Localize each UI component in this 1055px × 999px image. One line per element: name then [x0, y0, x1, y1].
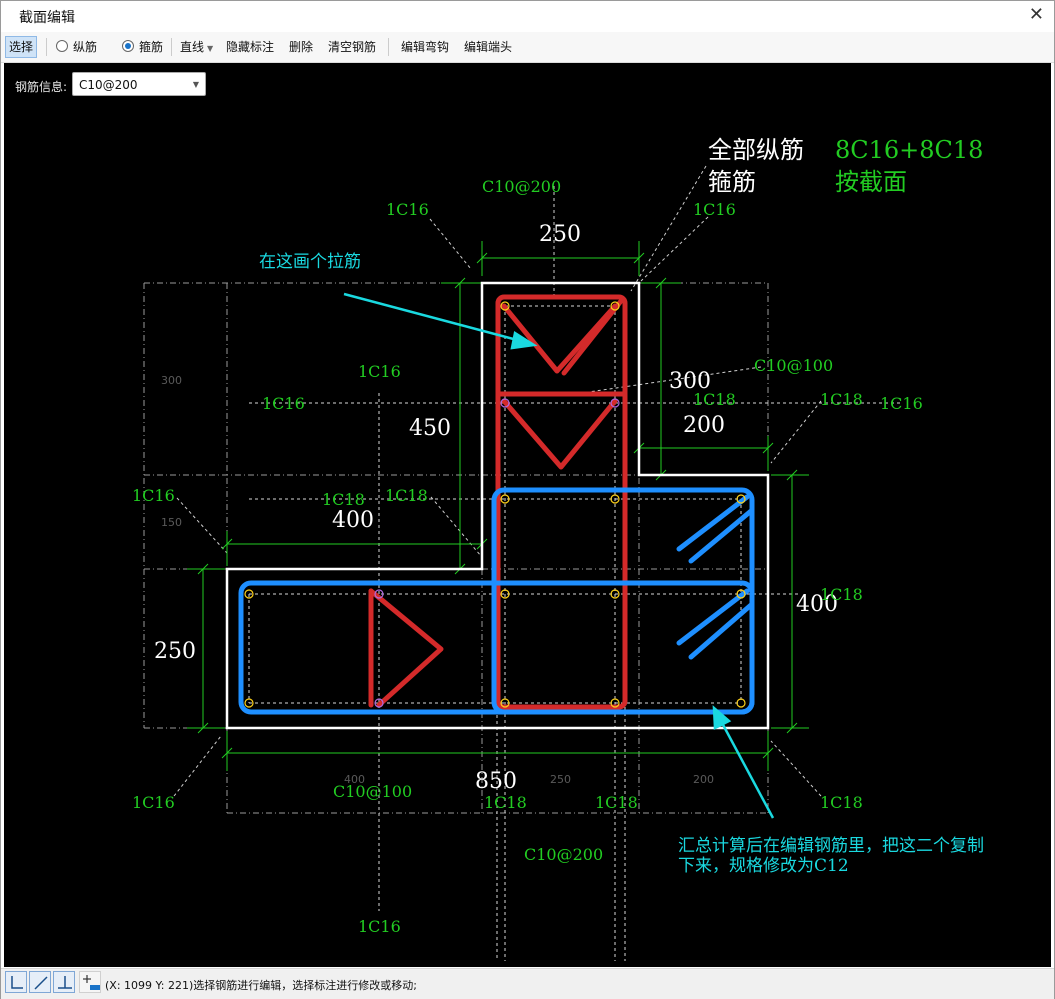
dim-400[interactable]: 400: [332, 508, 374, 533]
summary-stirrup-label: 箍筋: [708, 168, 756, 196]
small-dim-150: 150: [161, 516, 182, 529]
annotation-notes: 在这画个拉筋 汇总计算后在编辑钢筋里，把这二个复制 下来，规格修改为C12: [259, 252, 984, 876]
label-top-c10-200[interactable]: C10@200: [482, 177, 561, 196]
summary-long-label: 全部纵筋: [708, 136, 804, 164]
label-c16-bottom[interactable]: 1C16: [358, 917, 401, 936]
guide-frame: [143, 282, 769, 816]
label-c18-mid-right[interactable]: 1C18: [693, 390, 736, 409]
toolbar-separator: [171, 38, 172, 56]
rebar-info-select[interactable]: C10@200 ▼: [72, 72, 206, 96]
rebar-info-value: C10@200: [79, 78, 138, 92]
label-c16-far-right[interactable]: 1C16: [880, 394, 923, 413]
blue-stirrups[interactable]: [238, 487, 755, 715]
edit-hook-button[interactable]: 编辑弯钩: [401, 40, 450, 54]
label-c16-left-mid[interactable]: 1C16: [262, 394, 305, 413]
section-drawing[interactable]: 全部纵筋 8C16+8C18 箍筋 按截面 250 300 200 450 40…: [4, 63, 1051, 967]
stirrup-radio[interactable]: 箍筋: [119, 37, 166, 57]
select-button[interactable]: 选择: [5, 36, 38, 58]
radio-icon: [56, 40, 68, 52]
perpendicular-snap-icon[interactable]: [53, 971, 75, 993]
section-outline[interactable]: [225, 281, 770, 730]
label-c10-100-right[interactable]: C10@100: [754, 356, 833, 375]
tie-hint-note: 在这画个拉筋: [259, 252, 361, 272]
orthogonal-snap-icon[interactable]: [5, 971, 27, 993]
label-c10-100-bottom[interactable]: C10@100: [333, 782, 412, 801]
summary-stirrup-value: 按截面: [835, 168, 907, 196]
summary-block: 全部纵筋 8C16+8C18 箍筋 按截面: [708, 136, 983, 196]
red-stirrup-vertical[interactable]: [495, 294, 628, 710]
toolbar: 选择 纵筋 箍筋 直线▼ 隐藏标注 删除 清空钢筋 编辑弯钩 编辑端头: [1, 32, 1054, 63]
label-c18-bottom-right[interactable]: 1C18: [820, 793, 863, 812]
blue-stirrup-lower[interactable]: [238, 580, 755, 715]
label-c18-bottom-b[interactable]: 1C18: [595, 793, 638, 812]
label-c10-200-bottom[interactable]: C10@200: [524, 845, 603, 864]
label-c16-mid-upper[interactable]: 1C16: [358, 362, 401, 381]
label-c16-left[interactable]: 1C16: [132, 486, 175, 505]
dim-left-250[interactable]: 250: [154, 639, 196, 664]
label-c18-mid-left-b[interactable]: 1C18: [385, 486, 428, 505]
dim-bottom-850[interactable]: 850: [475, 769, 517, 794]
chevron-down-icon: ▼: [207, 44, 214, 53]
small-dim-250: 250: [550, 773, 571, 786]
line-dropdown[interactable]: 直线▼: [177, 37, 216, 57]
dim-top-250[interactable]: 250: [539, 222, 581, 247]
label-c18-far-right[interactable]: 1C18: [820, 390, 863, 409]
label-c16-bottom-left[interactable]: 1C16: [132, 793, 175, 812]
annotation-arrows: [343, 292, 775, 819]
longitudinal-radio[interactable]: 纵筋: [53, 37, 100, 57]
dim-300[interactable]: 300: [669, 369, 711, 394]
diagonal-line-icon[interactable]: [29, 971, 51, 993]
small-dim-400: 400: [344, 773, 365, 786]
delete-button[interactable]: 删除: [289, 40, 314, 54]
line-label: 直线: [180, 40, 205, 54]
toolbar-separator: [388, 38, 389, 56]
small-dim-300: 300: [161, 374, 182, 387]
dim-200[interactable]: 200: [683, 413, 725, 438]
copy-hint-line2: 下来，规格修改为C12: [678, 856, 849, 876]
radio-selected-icon: [122, 40, 134, 52]
edit-end-button[interactable]: 编辑端头: [464, 40, 513, 54]
stirrup-label: 箍筋: [139, 40, 164, 54]
toolbar-separator: [46, 38, 47, 56]
label-c16-top-left[interactable]: 1C16: [386, 200, 429, 219]
dimension-values: 250 300 200 450 400 250 400 850: [154, 222, 838, 794]
longitudinal-label: 纵筋: [73, 40, 98, 54]
hide-annotation-button[interactable]: 隐藏标注: [226, 40, 275, 54]
rebar-points[interactable]: [244, 301, 746, 708]
add-point-icon[interactable]: [79, 971, 101, 993]
close-icon[interactable]: ✕: [1028, 4, 1044, 25]
dim-450[interactable]: 450: [409, 416, 451, 441]
label-c18-bottom-a[interactable]: 1C18: [484, 793, 527, 812]
status-bar: (X: 1099 Y: 221)选择钢筋进行编辑，选择标注进行修改或移动;: [1, 968, 1054, 999]
rebar-points-tie[interactable]: [374, 398, 620, 708]
drawing-canvas[interactable]: 全部纵筋 8C16+8C18 箍筋 按截面 250 300 200 450 40…: [4, 63, 1051, 967]
rebar-info-label: 钢筋信息:: [15, 80, 68, 94]
small-dimension-values: 300 150 400 250 200: [161, 374, 714, 786]
label-c16-top-right[interactable]: 1C16: [693, 200, 736, 219]
window-title: 截面编辑: [19, 10, 75, 26]
dim-right-400[interactable]: 400: [796, 592, 838, 617]
copy-hint-line1: 汇总计算后在编辑钢筋里，把这二个复制: [678, 836, 984, 856]
status-text: (X: 1099 Y: 221)选择钢筋进行编辑，选择标注进行修改或移动;: [105, 979, 417, 992]
summary-long-value: 8C16+8C18: [835, 136, 983, 164]
small-dim-200: 200: [693, 773, 714, 786]
leader-lines: [173, 165, 822, 797]
label-c18-mid-left-a[interactable]: 1C18: [322, 490, 365, 509]
title-bar: 截面编辑 ✕: [1, 1, 1054, 31]
chevron-down-icon: ▼: [192, 80, 199, 89]
label-c18-right-side[interactable]: 1C18: [820, 585, 863, 604]
red-stirrups[interactable]: [368, 294, 628, 710]
clear-rebar-button[interactable]: 清空钢筋: [328, 40, 377, 54]
rebar-labels: C10@200 1C16 1C16 C10@100 1C16 1C16 1C18…: [132, 177, 923, 936]
